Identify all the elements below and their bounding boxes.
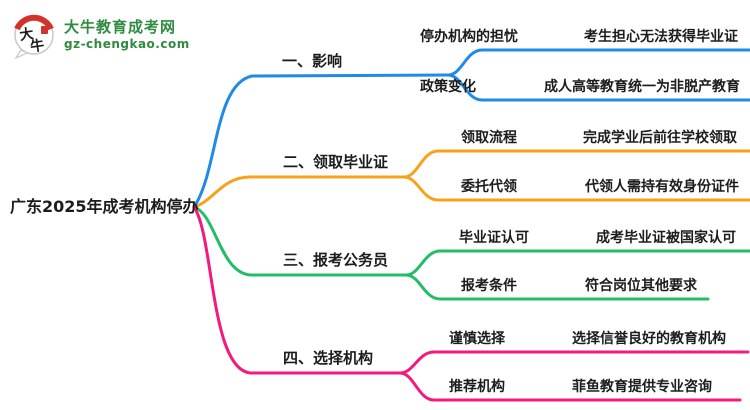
branch-1-child-1-desc: 考生担心无法获得毕业证 <box>584 29 738 45</box>
branch-4-child-2-desc: 菲鱼教育提供专业咨询 <box>572 379 712 395</box>
branch-4-label: 四、选择机构 <box>283 349 374 367</box>
branch-4-fork-lower-line <box>398 371 742 402</box>
branch-3-trunk-line <box>192 205 408 277</box>
branch-4-child-1-desc: 选择信誉良好的教育机构 <box>572 331 726 347</box>
branch-3-child-2-label: 报考条件 <box>461 278 517 294</box>
svg-text:大: 大 <box>18 25 34 44</box>
branch-3-child-1-desc: 成考毕业证被国家认可 <box>596 230 736 246</box>
branch-1-trunk-line <box>192 73 450 209</box>
branch-4-fork-upper-line <box>398 350 750 375</box>
svg-text:牛: 牛 <box>29 37 45 56</box>
branch-2-child-1-label: 领取流程 <box>461 130 517 146</box>
branch-3-child-1-label: 毕业证认可 <box>459 230 529 246</box>
branch-3-label: 三、报考公务员 <box>283 251 389 269</box>
branch-1-fork-lower-line <box>446 73 750 102</box>
logo-title: 大牛教育成考网 <box>64 18 177 36</box>
branch-1-child-2-label: 政策变化 <box>420 79 476 95</box>
site-logo: 大 牛 大牛教育成考网 gz-chengkao.com <box>12 11 190 59</box>
branch-2-child-1-desc: 完成学业后前往学校领取 <box>583 130 737 146</box>
branch-3-child-2-desc: 符合岗位其他要求 <box>585 278 697 294</box>
logo-domain: gz-chengkao.com <box>64 37 190 51</box>
branch-1-child-1-label: 停办机构的担忧 <box>420 29 518 45</box>
branch-2-label: 二、领取毕业证 <box>283 153 389 171</box>
logo-text-block: 大牛教育成考网 gz-chengkao.com <box>64 18 190 52</box>
branch-1-label: 一、影响 <box>282 52 343 70</box>
branch-4-trunk-line <box>192 205 402 375</box>
branch-2-trunk-line <box>192 175 406 209</box>
branch-4-child-1-label: 谨慎选择 <box>449 331 505 347</box>
root-node: 广东2025年成考机构停办 <box>10 197 199 216</box>
branch-4-child-2-label: 推荐机构 <box>449 379 505 395</box>
branch-1-child-2-desc: 成人高等教育统一为非脱产教育 <box>544 79 740 95</box>
branch-3-fork-lower-line <box>404 273 710 301</box>
branch-1-fork-upper-line <box>446 48 750 77</box>
branch-3-fork-upper-line <box>404 249 750 277</box>
branch-2-fork-lower-line <box>402 175 750 202</box>
branch-2-child-2-label: 委托代领 <box>461 179 517 195</box>
bull-badge-icon: 大 牛 <box>14 14 54 59</box>
branch-2-fork-upper-line <box>402 149 750 179</box>
branch-2-child-2-desc: 代领人需持有效身份证件 <box>585 179 739 195</box>
